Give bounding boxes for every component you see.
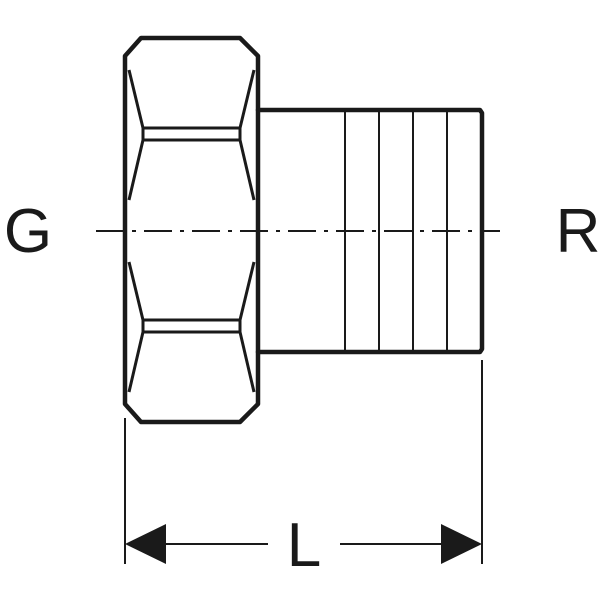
label-g: G	[4, 197, 52, 266]
threaded-body	[255, 107, 485, 355]
hex-nut	[122, 35, 261, 425]
dimension-line	[124, 360, 483, 564]
right-arrowhead	[441, 524, 482, 564]
left-arrowhead	[125, 524, 166, 564]
label-r: R	[556, 197, 600, 266]
label-l: L	[287, 511, 321, 580]
